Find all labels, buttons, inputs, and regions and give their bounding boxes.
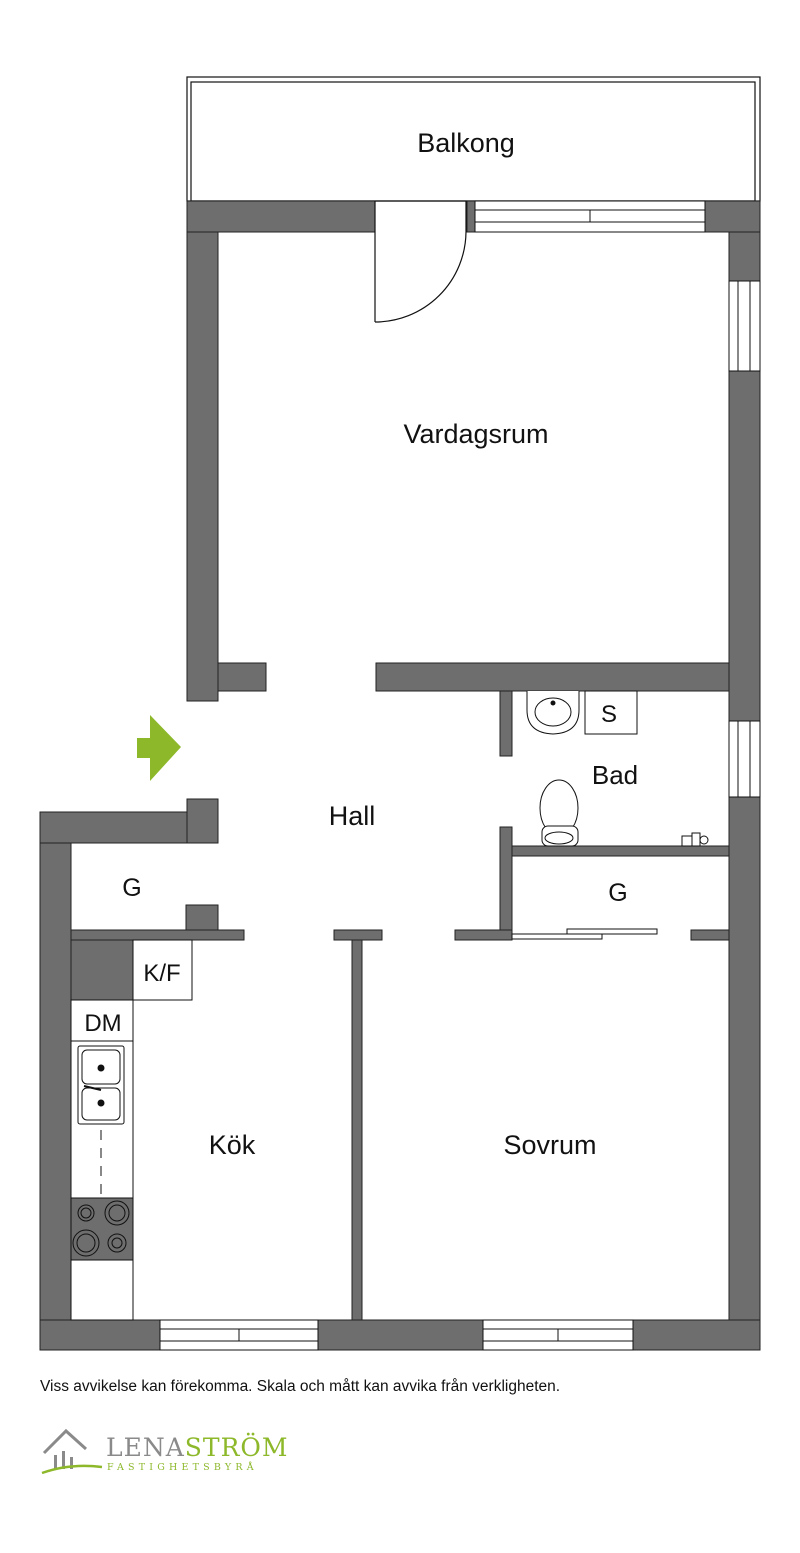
label-vardagsrum: Vardagsrum (403, 419, 548, 449)
label-diskmaskin: DM (84, 1010, 121, 1037)
entrance-arrow-icon (137, 715, 181, 781)
label-kyl-frys: K/F (143, 960, 180, 987)
stove-icon (70, 1197, 134, 1261)
wardrobe-sliding-doors (511, 928, 658, 940)
label-hall: Hall (329, 801, 376, 831)
kitchen-counter (70, 939, 193, 1321)
balcony (186, 76, 761, 202)
logo-tagline: FASTIGHETSBYRÅ (107, 1461, 258, 1473)
walls (39, 200, 761, 1351)
label-balkong: Balkong (417, 128, 515, 158)
kitchen-sink-icon (77, 1045, 125, 1125)
bathroom-fixtures (526, 690, 709, 847)
label-garderob-hall: G (122, 874, 141, 902)
label-kok: Kök (209, 1130, 256, 1160)
label-shower-s: S (601, 701, 617, 728)
label-bad: Bad (592, 760, 638, 790)
windows (159, 200, 761, 1351)
svg-text:LENASTRÖM: LENASTRÖM (106, 1433, 289, 1462)
company-logo: LENASTRÖM FASTIGHETSBYRÅ (41, 1428, 289, 1475)
toilet-icon (539, 779, 579, 847)
disclaimer-text: Viss avvikelse kan förekomma. Skala och … (40, 1378, 561, 1395)
tap-icon (681, 832, 709, 847)
balcony-door (374, 201, 467, 323)
shower-box (584, 690, 638, 735)
house-logo-icon (41, 1428, 103, 1475)
room-labels: Balkong Vardagsrum Hall Bad S G G K/F DM… (84, 128, 638, 1160)
logo-name-part1: LENA (106, 1433, 185, 1462)
label-garderob-sovrum: G (608, 879, 627, 907)
floor-plan: Balkong Vardagsrum Hall Bad S G G K/F DM… (39, 76, 761, 1351)
logo-name-part2: STRÖM (185, 1433, 289, 1462)
label-sovrum: Sovrum (503, 1130, 596, 1160)
